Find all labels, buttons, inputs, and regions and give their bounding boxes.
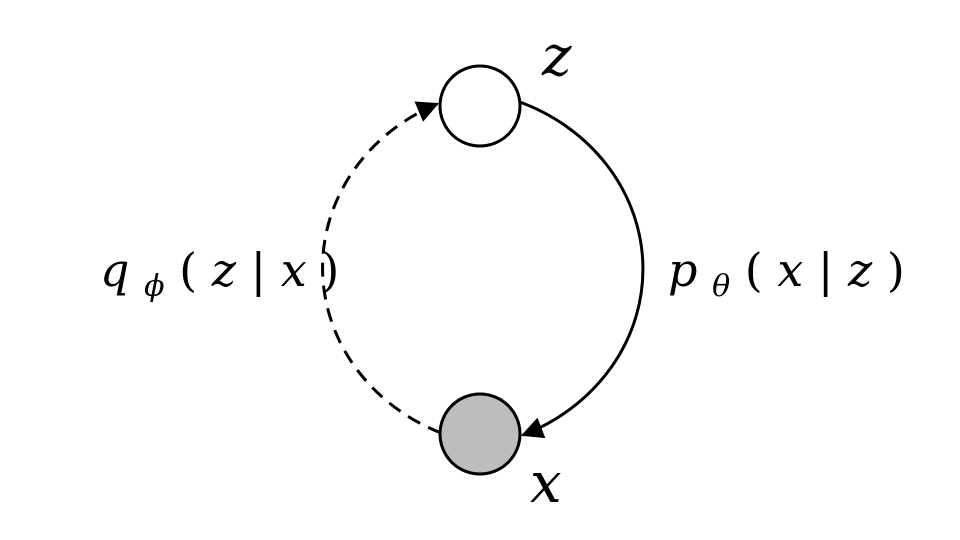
inference-label-bar: | xyxy=(251,243,267,297)
inference-label-close-paren: ) xyxy=(321,243,339,297)
inference-label-subscript: ϕ xyxy=(144,269,164,304)
inference-label-arg1: z xyxy=(211,243,237,297)
generative-label-var: p xyxy=(668,243,697,297)
generative-label-arg1: x xyxy=(777,243,803,297)
inference-label-open-paren: ( xyxy=(179,243,197,297)
observed-node xyxy=(438,392,522,476)
generative-label-close-paren: ) xyxy=(887,243,905,297)
generative-label-arg2: z xyxy=(847,243,873,297)
observed-node-label: x xyxy=(530,451,562,516)
generative-label-bar: | xyxy=(818,243,834,297)
generative-label-subscript: θ xyxy=(712,269,730,304)
inference-label-var: q xyxy=(100,243,129,297)
inference-edge-label: q ϕ ( z | x ) xyxy=(100,243,339,307)
inference-edge xyxy=(321,101,442,435)
inference-label-arg2: x xyxy=(281,243,307,297)
generative-label-open-paren: ( xyxy=(745,243,763,297)
latent-node-label: z xyxy=(541,24,572,89)
generative-edge-label: p θ ( x | z ) xyxy=(668,243,905,307)
latent-node xyxy=(438,64,522,148)
generative-edge xyxy=(516,99,645,439)
